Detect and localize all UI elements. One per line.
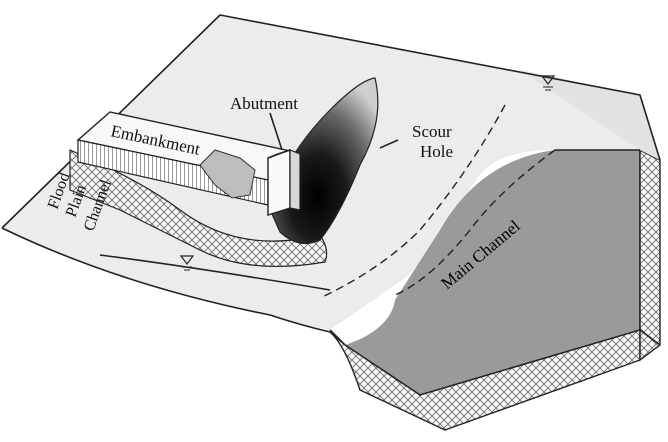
scour-hole-label-line2: Hole [420,142,453,161]
scour-hole-label-line1: Scour [412,122,452,141]
main-channel-bed [345,150,640,395]
embankment-rubble [199,149,256,199]
main-channel-soil-face [329,329,641,431]
water-level-marker-icon [179,255,195,271]
channel-boundary-line-1 [319,104,506,299]
abutment-label: Abutment [230,94,298,113]
scour-hole-leader [379,139,399,149]
channel-boundary-line-2 [394,149,556,296]
abutment-leader [269,112,283,151]
abutment [267,149,291,216]
side-soil-face [639,148,661,362]
water-level-marker-icon [540,75,556,91]
